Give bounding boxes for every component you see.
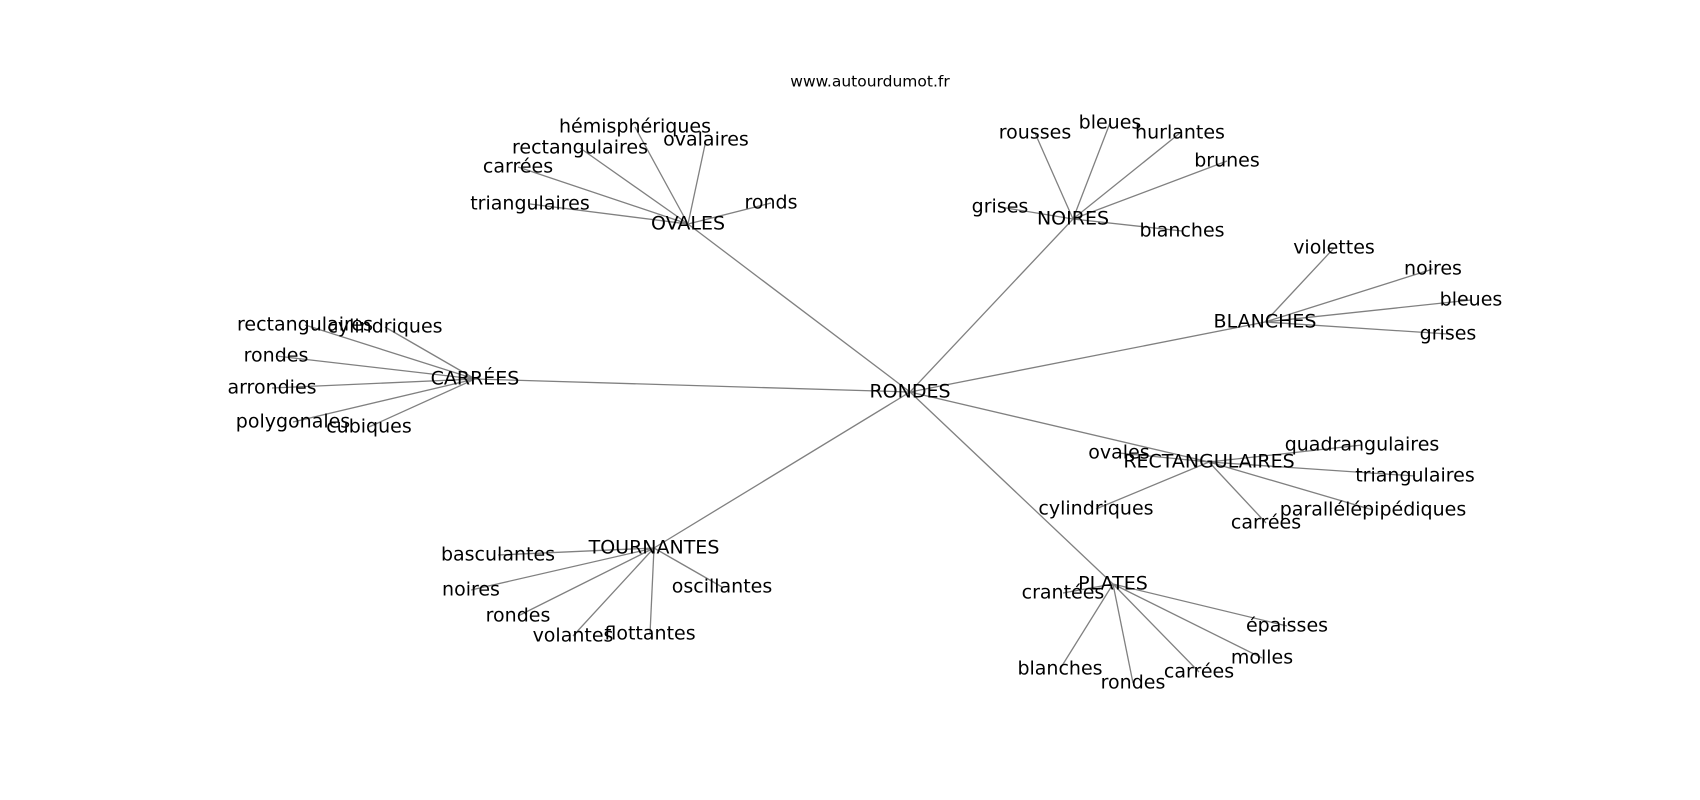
word-node-polygonales: polygonales	[236, 411, 350, 433]
edge-carrees-polygonales	[292, 378, 476, 423]
word-node-cylindriques: cylindriques	[327, 316, 442, 338]
word-node-hurlantes: hurlantes	[1135, 122, 1225, 144]
edge-rectangulaires-carrees	[1208, 461, 1267, 524]
word-node-basculantes: basculantes	[441, 544, 555, 566]
graph-edges	[271, 122, 1472, 684]
word-node-crantees: crantées	[1022, 582, 1105, 604]
edge-tournantes-noires	[470, 547, 655, 591]
word-node-carrees: carrées	[483, 156, 553, 178]
edge-noires-grises	[999, 206, 1074, 220]
edge-ovales-hemispheriques	[634, 126, 689, 225]
edge-ovales-carrees	[517, 166, 689, 225]
edge-noires-bleues	[1072, 122, 1111, 220]
word-node-flottantes: flottantes	[604, 623, 695, 645]
word-node-cubiques: cubiques	[326, 416, 412, 438]
word-node-grises: grises	[1420, 323, 1477, 345]
word-node-violettes: violettes	[1293, 237, 1375, 259]
edge-blanches-noires	[1264, 268, 1434, 323]
edge-blanches-grises	[1264, 321, 1449, 335]
word-node-rousses: rousses	[999, 122, 1071, 144]
word-node-blanches: blanches	[1017, 658, 1102, 680]
hub-node-blanches: BLANCHES	[1214, 311, 1317, 333]
edge-ovales-ronds	[687, 202, 772, 225]
edge-rectangulaires-parallelepipediques	[1208, 461, 1374, 511]
edge-plates-blanches	[1059, 583, 1114, 670]
edge-ovales-rectangulaires	[579, 147, 689, 225]
edge-carrees-rectangulaires	[304, 324, 476, 380]
edge-center-tournantes	[653, 391, 911, 549]
hub-node-carrees: CARRÉES	[431, 367, 520, 390]
word-node-parallelepipediques: parallélépipédiques	[1280, 499, 1467, 521]
edge-plates-carrees	[1112, 583, 1200, 673]
word-node-triangulaires: triangulaires	[470, 193, 590, 215]
word-node-quadrangulaires: quadrangulaires	[1285, 434, 1440, 456]
word-node-carrees: carrées	[1231, 512, 1301, 534]
edge-plates-molles	[1112, 583, 1263, 659]
edge-center-plates	[909, 391, 1114, 585]
edge-tournantes-oscillantes	[653, 547, 723, 588]
word-node-rectangulaires: rectangulaires	[237, 314, 373, 336]
word-node-rondes: rondes	[486, 605, 551, 627]
edge-carrees-cylindriques	[384, 326, 476, 380]
word-node-noires: noires	[442, 579, 500, 601]
word-node-noires: noires	[1404, 258, 1462, 280]
word-node-triangulaires: triangulaires	[1355, 465, 1475, 487]
edge-plates-rondes	[1112, 583, 1134, 684]
edge-rectangulaires-quadrangulaires	[1208, 444, 1363, 463]
word-node-grises: grises	[972, 196, 1029, 218]
edge-tournantes-flottantes	[649, 547, 655, 635]
edge-center-noires	[909, 218, 1074, 393]
hub-node-plates: PLATES	[1078, 573, 1148, 595]
word-node-epaisses: épaisses	[1246, 615, 1328, 637]
word-node-bleues: bleues	[1079, 112, 1142, 134]
edge-blanches-bleues	[1264, 299, 1472, 323]
edge-ovales-ovalaires	[687, 139, 707, 225]
word-node-cylindriques: cylindriques	[1038, 498, 1153, 520]
word-node-arrondies: arrondies	[227, 377, 316, 399]
graph-nodes: RONDESOVALEShémisphériquesrectangulaires…	[227, 112, 1502, 694]
edge-carrees-rondes	[275, 355, 476, 380]
word-node-hemispheriques: hémisphériques	[559, 116, 711, 138]
edge-plates-epaisses	[1112, 583, 1288, 627]
hub-node-tournantes: TOURNANTES	[588, 537, 720, 559]
edge-center-carrees	[474, 378, 911, 393]
hub-node-ovales: OVALES	[651, 213, 725, 235]
word-node-rectangulaires: rectangulaires	[512, 137, 648, 159]
hub-node-rectangulaires: RECTANGULAIRES	[1123, 451, 1294, 473]
edge-noires-blanches	[1072, 218, 1183, 232]
word-node-molles: molles	[1231, 647, 1293, 669]
edge-rectangulaires-triangulaires	[1208, 461, 1416, 477]
word-node-ovalaires: ovalaires	[663, 129, 749, 151]
edge-plates-crantees	[1062, 583, 1114, 594]
edge-center-ovales	[687, 223, 911, 393]
word-node-bleues: bleues	[1440, 289, 1503, 311]
word-node-carrees: carrées	[1164, 661, 1234, 683]
edge-blanches-violettes	[1264, 247, 1335, 323]
edge-tournantes-basculantes	[497, 547, 655, 556]
word-node-ronds: ronds	[744, 192, 797, 214]
edge-carrees-cubiques	[368, 378, 476, 428]
edge-rectangulaires-cylindriques	[1095, 461, 1210, 510]
center-node: RONDES	[869, 381, 950, 403]
word-node-ovales: ovales	[1088, 442, 1149, 464]
hub-node-noires: NOIRES	[1037, 208, 1109, 230]
word-node-rondes: rondes	[1101, 672, 1166, 694]
edge-carrees-arrondies	[271, 378, 476, 389]
edge-rectangulaires-ovales	[1118, 452, 1210, 463]
edge-tournantes-rondes	[517, 547, 655, 617]
word-node-blanches: blanches	[1139, 220, 1224, 242]
word-node-oscillantes: oscillantes	[672, 576, 773, 598]
edge-center-blanches	[909, 321, 1266, 393]
edge-center-rectangulaires	[909, 391, 1210, 463]
word-node-rondes: rondes	[244, 345, 309, 367]
edge-noires-rousses	[1034, 132, 1074, 220]
word-node-volantes: volantes	[533, 625, 614, 647]
site-url: www.autourdumot.fr	[790, 73, 950, 91]
edge-tournantes-volantes	[572, 547, 655, 637]
edge-noires-hurlantes	[1072, 132, 1181, 220]
edge-noires-brunes	[1072, 160, 1228, 220]
edge-ovales-triangulaires	[529, 203, 689, 225]
word-node-brunes: brunes	[1194, 150, 1260, 172]
